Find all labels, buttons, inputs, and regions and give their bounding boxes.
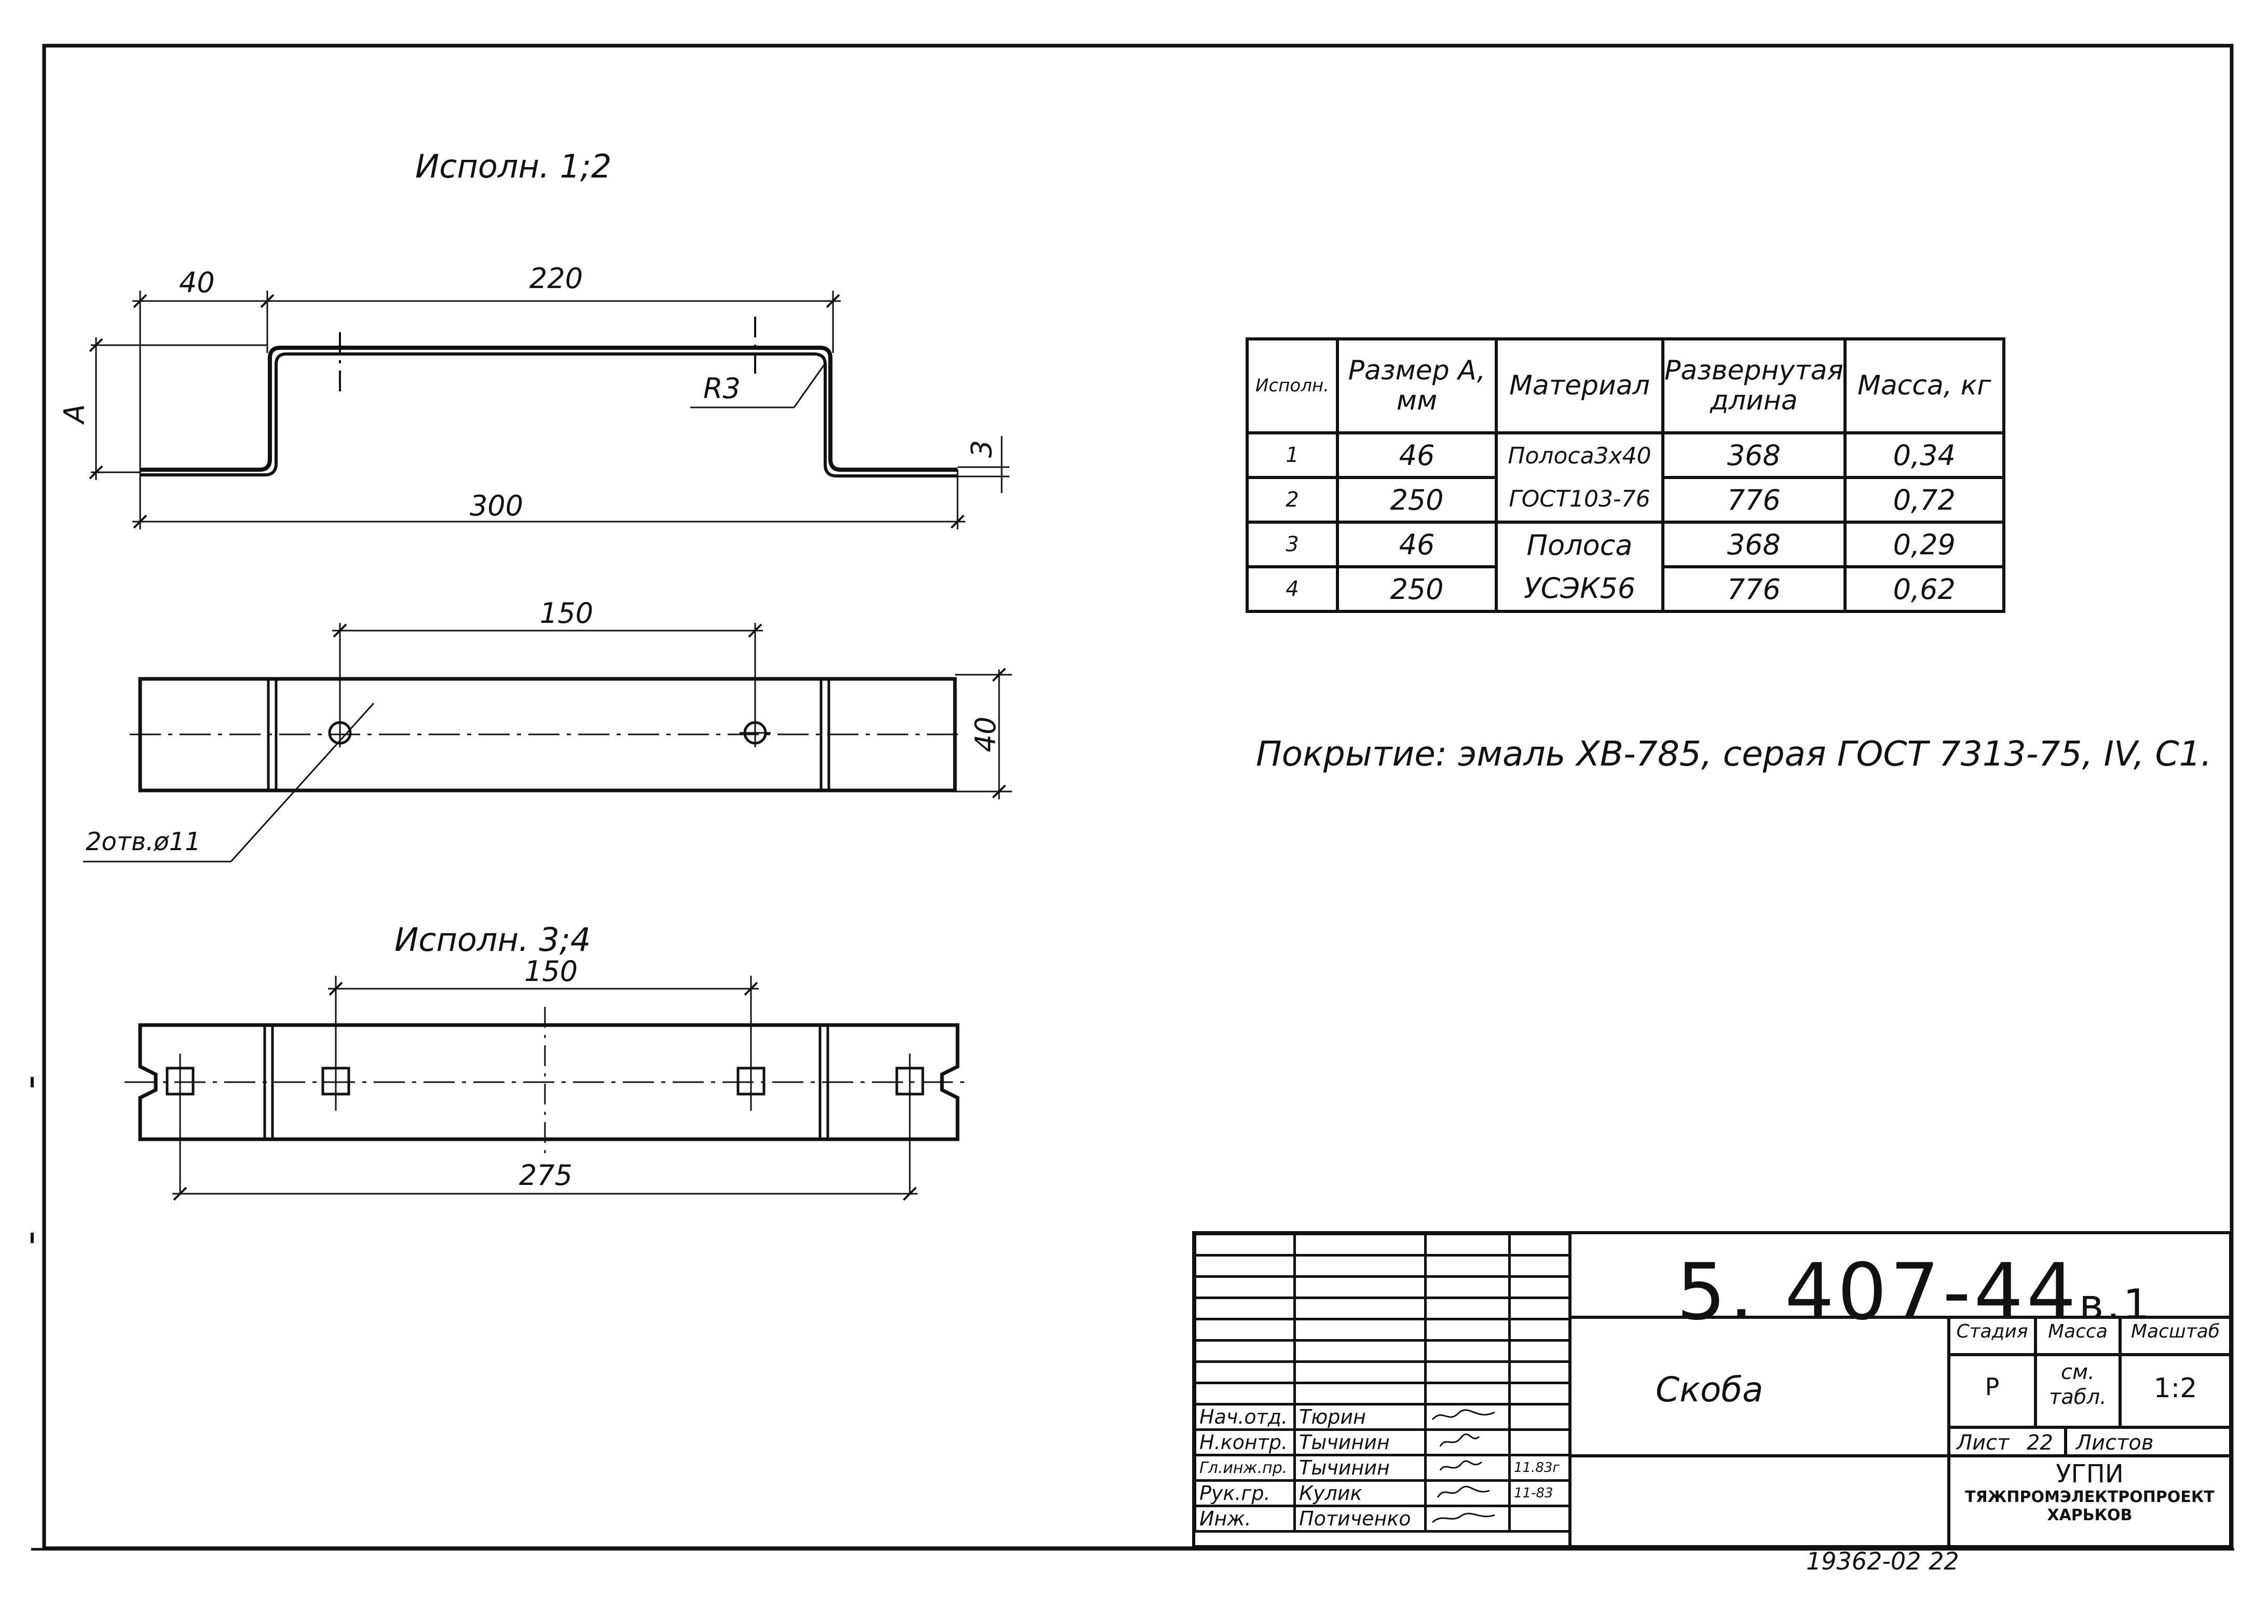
table-row: Нач.отд. Тюрин — [1194, 1403, 1572, 1431]
mass-value: см. табл. — [2049, 1360, 2107, 1409]
dim-220: 220 — [529, 262, 583, 295]
table-row: Н.контр. Тычинин — [1194, 1428, 1572, 1456]
date — [1508, 1428, 1572, 1456]
document-code: 5. 407-44в.1 — [1676, 1253, 2153, 1331]
cell-length: 368 — [1661, 521, 1847, 568]
archive-stamp: 19362-02 22 — [1806, 1547, 1959, 1575]
cell-size: 250 — [1336, 565, 1498, 613]
cell-variant: 3 — [1246, 521, 1339, 568]
dim-150-bottom: 150 — [524, 955, 578, 988]
signature — [1424, 1428, 1511, 1456]
header-mass: Масса, кг — [1843, 337, 2005, 434]
signature — [1424, 1479, 1511, 1507]
sheet-label: Лист — [1957, 1431, 2010, 1455]
role: Рук.гр. — [1194, 1479, 1296, 1507]
scale-value: 1:2 — [2153, 1373, 2197, 1404]
table-row: 1 46 Полоса3х40 368 0,34 — [1246, 431, 2005, 479]
table-row: 2 250 ГОСТ103-76 776 0,72 — [1246, 476, 2005, 524]
dim-40-side: 40 — [969, 716, 1002, 753]
dim-40-top: 40 — [179, 266, 215, 299]
dim-holes: 2отв.ø11 — [86, 827, 201, 856]
header-size: Размер A, мм — [1336, 337, 1498, 434]
org-line-2: ТЯЖПРОМЭЛЕКТРОПРОЕКТ — [1965, 1488, 2215, 1507]
cell-length: 368 — [1661, 431, 1847, 479]
cell-length: 776 — [1661, 476, 1847, 524]
org-line-1: УГПИ — [2056, 1459, 2124, 1489]
cell-mass: 0,34 — [1843, 431, 2005, 479]
dim-a: A — [58, 404, 91, 424]
table-row: Рук.гр. Кулик 11-83 — [1194, 1479, 1572, 1507]
dim-275: 275 — [519, 1159, 573, 1192]
dim-150-mid: 150 — [540, 597, 594, 630]
role: Нач.отд. — [1194, 1403, 1296, 1431]
spec-table-header: Исполн. Размер A, мм Материал Развернута… — [1246, 337, 2005, 434]
scale-label: Масштаб — [2130, 1321, 2220, 1342]
signature — [1424, 1403, 1511, 1431]
dim-300: 300 — [470, 489, 524, 522]
stage-value: Р — [1985, 1373, 2000, 1401]
person-name: Потиченко — [1293, 1505, 1427, 1533]
date — [1508, 1403, 1572, 1431]
coating-note: Покрытие: эмаль ХВ-785, серая ГОСТ 7313-… — [1256, 734, 2212, 774]
cell-length: 776 — [1661, 565, 1847, 613]
cell-material: УСЭК56 — [1495, 567, 1664, 613]
date: 11-83 — [1508, 1479, 1572, 1507]
variant-1-2-title: Исполн. 1;2 — [415, 147, 612, 185]
cell-size: 46 — [1336, 521, 1498, 568]
cell-size: 250 — [1336, 476, 1498, 524]
table-row: 3 46 Полоса 368 0,29 — [1246, 521, 2005, 568]
plan-view-variant-3-4 — [125, 976, 971, 1201]
dim-thickness: 3 — [965, 440, 999, 458]
approval-grid: Нач.отд. Тюрин Н.контр. Тычинин Гл.инж.п… — [1194, 1233, 1572, 1533]
date: 11.83г — [1508, 1454, 1572, 1482]
cell-size: 46 — [1336, 431, 1498, 479]
date — [1508, 1505, 1572, 1533]
header-material: Материал — [1495, 337, 1664, 434]
cell-variant: 4 — [1246, 565, 1339, 613]
role: Инж. — [1194, 1505, 1296, 1533]
person-name: Кулик — [1293, 1479, 1427, 1507]
title-block: Нач.отд. Тюрин Н.контр. Тычинин Гл.инж.п… — [1194, 1233, 2231, 1547]
person-name: Тычинин — [1293, 1428, 1427, 1456]
cell-mass: 0,62 — [1843, 565, 2005, 613]
cell-variant: 2 — [1246, 476, 1339, 524]
sheet-number: 22 — [2027, 1431, 2053, 1455]
plan-view — [83, 623, 1012, 863]
cell-material: Полоса — [1495, 521, 1664, 567]
dim-radius: R3 — [703, 372, 741, 405]
spec-table: Исполн. Размер A, мм Материал Развернута… — [1246, 337, 2005, 613]
role: Н.контр. — [1194, 1428, 1296, 1456]
cell-mass: 0,29 — [1843, 521, 2005, 568]
cell-material: ГОСТ103-76 — [1495, 477, 1664, 524]
signature — [1424, 1505, 1511, 1533]
org-line-3: ХАРЬКОВ — [2047, 1506, 2133, 1524]
table-row: Гл.инж.пр. Тычинин 11.83г — [1194, 1454, 1572, 1482]
cell-mass: 0,72 — [1843, 476, 2005, 524]
person-name: Тюрин — [1293, 1403, 1427, 1431]
document-code-main: 5. 407-44 — [1676, 1247, 2080, 1338]
role: Гл.инж.пр. — [1194, 1454, 1296, 1482]
cell-variant: 1 — [1246, 431, 1339, 479]
organization: УГПИ ТЯЖПРОМЭЛЕКТРОПРОЕКТ ХАРЬКОВ — [1949, 1459, 2231, 1524]
mass-label: Масса — [2048, 1321, 2108, 1342]
sheets-label: Листов — [2076, 1431, 2154, 1455]
variant-3-4-title: Исполн. 3;4 — [394, 921, 591, 959]
cell-material: Полоса3х40 — [1495, 431, 1664, 477]
signature — [1424, 1454, 1511, 1482]
document-code-suffix: в.1 — [2079, 1280, 2153, 1329]
part-name: Скоба — [1656, 1370, 1764, 1410]
person-name: Тычинин — [1293, 1454, 1427, 1482]
table-row: 4 250 УСЭК56 776 0,62 — [1246, 565, 2005, 613]
profile-view — [89, 291, 1009, 529]
header-length: Развернутая длина — [1661, 337, 1847, 434]
header-variant: Исполн. — [1246, 337, 1339, 434]
table-row: Инж. Потиченко — [1194, 1505, 1572, 1533]
stage-label: Стадия — [1956, 1321, 2028, 1342]
